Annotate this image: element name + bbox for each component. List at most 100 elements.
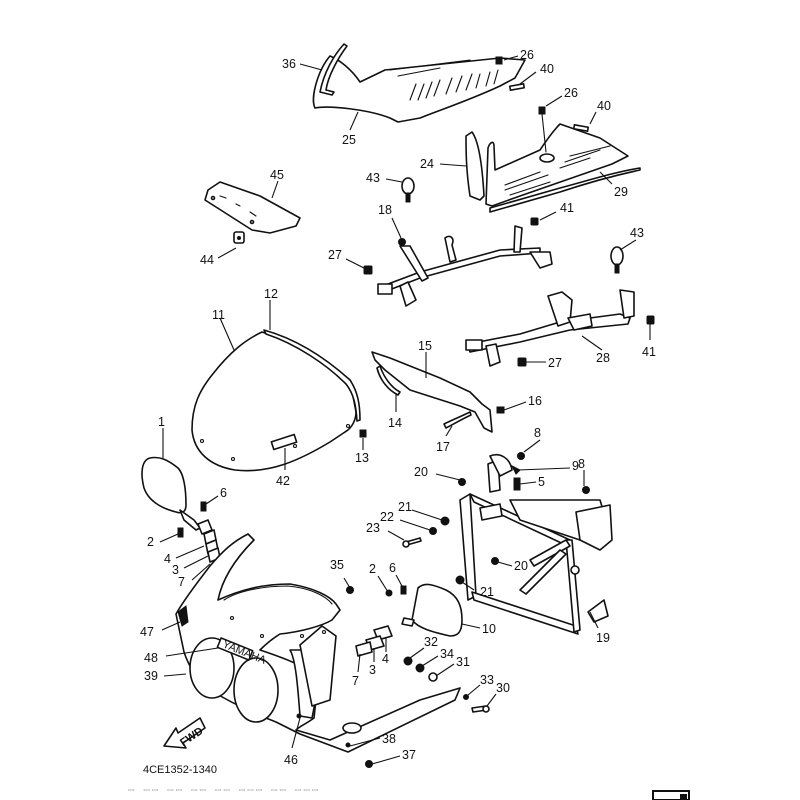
callout: 20 — [414, 465, 428, 479]
trim-29[interactable] — [489, 167, 641, 213]
callout: 42 — [276, 474, 290, 488]
callout: 5 — [538, 475, 545, 489]
trim-strip[interactable] — [319, 43, 348, 96]
callout: 30 — [496, 681, 510, 695]
seal-17[interactable] — [443, 411, 472, 429]
graphic-47[interactable] — [177, 605, 189, 627]
nut-20b[interactable] — [491, 557, 499, 565]
bolt-27b[interactable] — [517, 357, 527, 367]
inner-panel-left[interactable] — [312, 55, 526, 123]
nut-35[interactable] — [346, 586, 354, 594]
fwd-arrow: FWD — [163, 717, 206, 749]
callout: 32 — [424, 635, 438, 649]
callout: 12 — [264, 287, 278, 301]
collar-22[interactable] — [429, 527, 437, 535]
callout: 31 — [456, 655, 470, 669]
callout: 2 — [369, 562, 376, 576]
callout: 29 — [614, 185, 628, 199]
bolt-23[interactable] — [402, 537, 422, 548]
callout: 11 — [212, 308, 225, 322]
inner-panel-right[interactable] — [465, 123, 629, 207]
screw-37[interactable] — [365, 760, 373, 768]
screw-16[interactable] — [496, 406, 505, 414]
damper-32[interactable] — [403, 656, 413, 666]
nut-8a[interactable] — [517, 452, 525, 460]
callout: 34 — [440, 647, 454, 661]
upper-stay[interactable] — [377, 225, 553, 307]
callout: 38 — [382, 732, 396, 746]
callout: 21 — [398, 500, 412, 514]
callout: 6 — [389, 561, 396, 575]
collar-31[interactable] — [428, 672, 438, 682]
stay-28[interactable] — [465, 289, 635, 367]
nut-20a[interactable] — [458, 478, 466, 486]
callout: 27 — [548, 356, 562, 370]
callout: 6 — [220, 486, 227, 500]
callout: 22 — [380, 510, 394, 524]
nut-44[interactable] — [233, 231, 245, 244]
callout: 26 — [520, 48, 534, 62]
cowling-body[interactable] — [175, 533, 461, 753]
clip-9[interactable] — [510, 464, 521, 475]
clamp-43b[interactable] — [610, 246, 624, 274]
screw-6-left[interactable] — [200, 501, 207, 512]
callout: 20 — [514, 559, 528, 573]
tape-40a[interactable] — [508, 83, 526, 91]
callout: 40 — [540, 62, 554, 76]
grommet-46[interactable] — [296, 713, 302, 719]
callout: 45 — [270, 168, 284, 182]
bolt-41a[interactable] — [530, 217, 539, 226]
callout: 14 — [388, 416, 402, 430]
callout: 39 — [144, 669, 158, 683]
callout: 47 — [140, 625, 154, 639]
washer-33[interactable] — [463, 694, 469, 700]
nut-18[interactable] — [398, 238, 406, 246]
clamp-43a[interactable] — [401, 177, 415, 203]
emblem-42[interactable] — [270, 433, 298, 451]
footer-text: ꟷ ꟷꟷ ꟷꟷ ꟷꟷ ꟷꟷ ꟷꟷꟷ ꟷꟷ ꟷꟷꟷ — [128, 786, 320, 795]
bracket-4-3-7-right[interactable] — [355, 625, 393, 657]
callout: 21 — [480, 585, 494, 599]
screw-13[interactable] — [359, 429, 367, 438]
screw-26a[interactable] — [495, 56, 503, 65]
nut-8b[interactable] — [582, 486, 590, 494]
mirror-left[interactable] — [141, 456, 201, 531]
callout: 44 — [200, 253, 214, 267]
callout: 40 — [597, 99, 611, 113]
callout: 43 — [630, 226, 644, 240]
bracket-4-3-7-left[interactable] — [197, 519, 221, 563]
screw-30[interactable] — [471, 705, 490, 713]
seal-14[interactable] — [376, 365, 401, 396]
callout: 3 — [369, 663, 376, 677]
callout: 28 — [596, 351, 610, 365]
screw-6-right[interactable] — [400, 585, 407, 595]
callout: 3 — [172, 563, 179, 577]
callout: 4 — [382, 652, 389, 666]
damper-21a[interactable] — [440, 516, 450, 526]
callout: 2 — [147, 535, 154, 549]
panel-15[interactable] — [371, 351, 493, 433]
bolt-41b[interactable] — [646, 315, 655, 325]
callout: 16 — [528, 394, 542, 408]
callout: 24 — [420, 157, 434, 171]
callout: 37 — [402, 748, 416, 762]
callout: 19 — [596, 631, 610, 645]
callout: 10 — [482, 622, 496, 636]
callout: 23 — [366, 521, 380, 535]
panel-top-45[interactable] — [204, 181, 301, 234]
bolt-2-left[interactable] — [177, 527, 184, 538]
callout: 13 — [355, 451, 369, 465]
screw-26b[interactable] — [538, 106, 546, 115]
cowling-stay-19[interactable] — [459, 454, 613, 635]
callout: 17 — [436, 440, 450, 454]
callout: 4 — [164, 552, 171, 566]
mirror-right[interactable] — [401, 583, 463, 637]
windshield-trim[interactable] — [263, 329, 361, 422]
bolt-5[interactable] — [513, 477, 521, 491]
tape-40b[interactable] — [572, 124, 590, 132]
bolt-27a[interactable] — [363, 265, 373, 275]
washer-38[interactable] — [345, 742, 351, 748]
callout: 48 — [144, 651, 158, 665]
callout: 1 — [158, 415, 165, 429]
